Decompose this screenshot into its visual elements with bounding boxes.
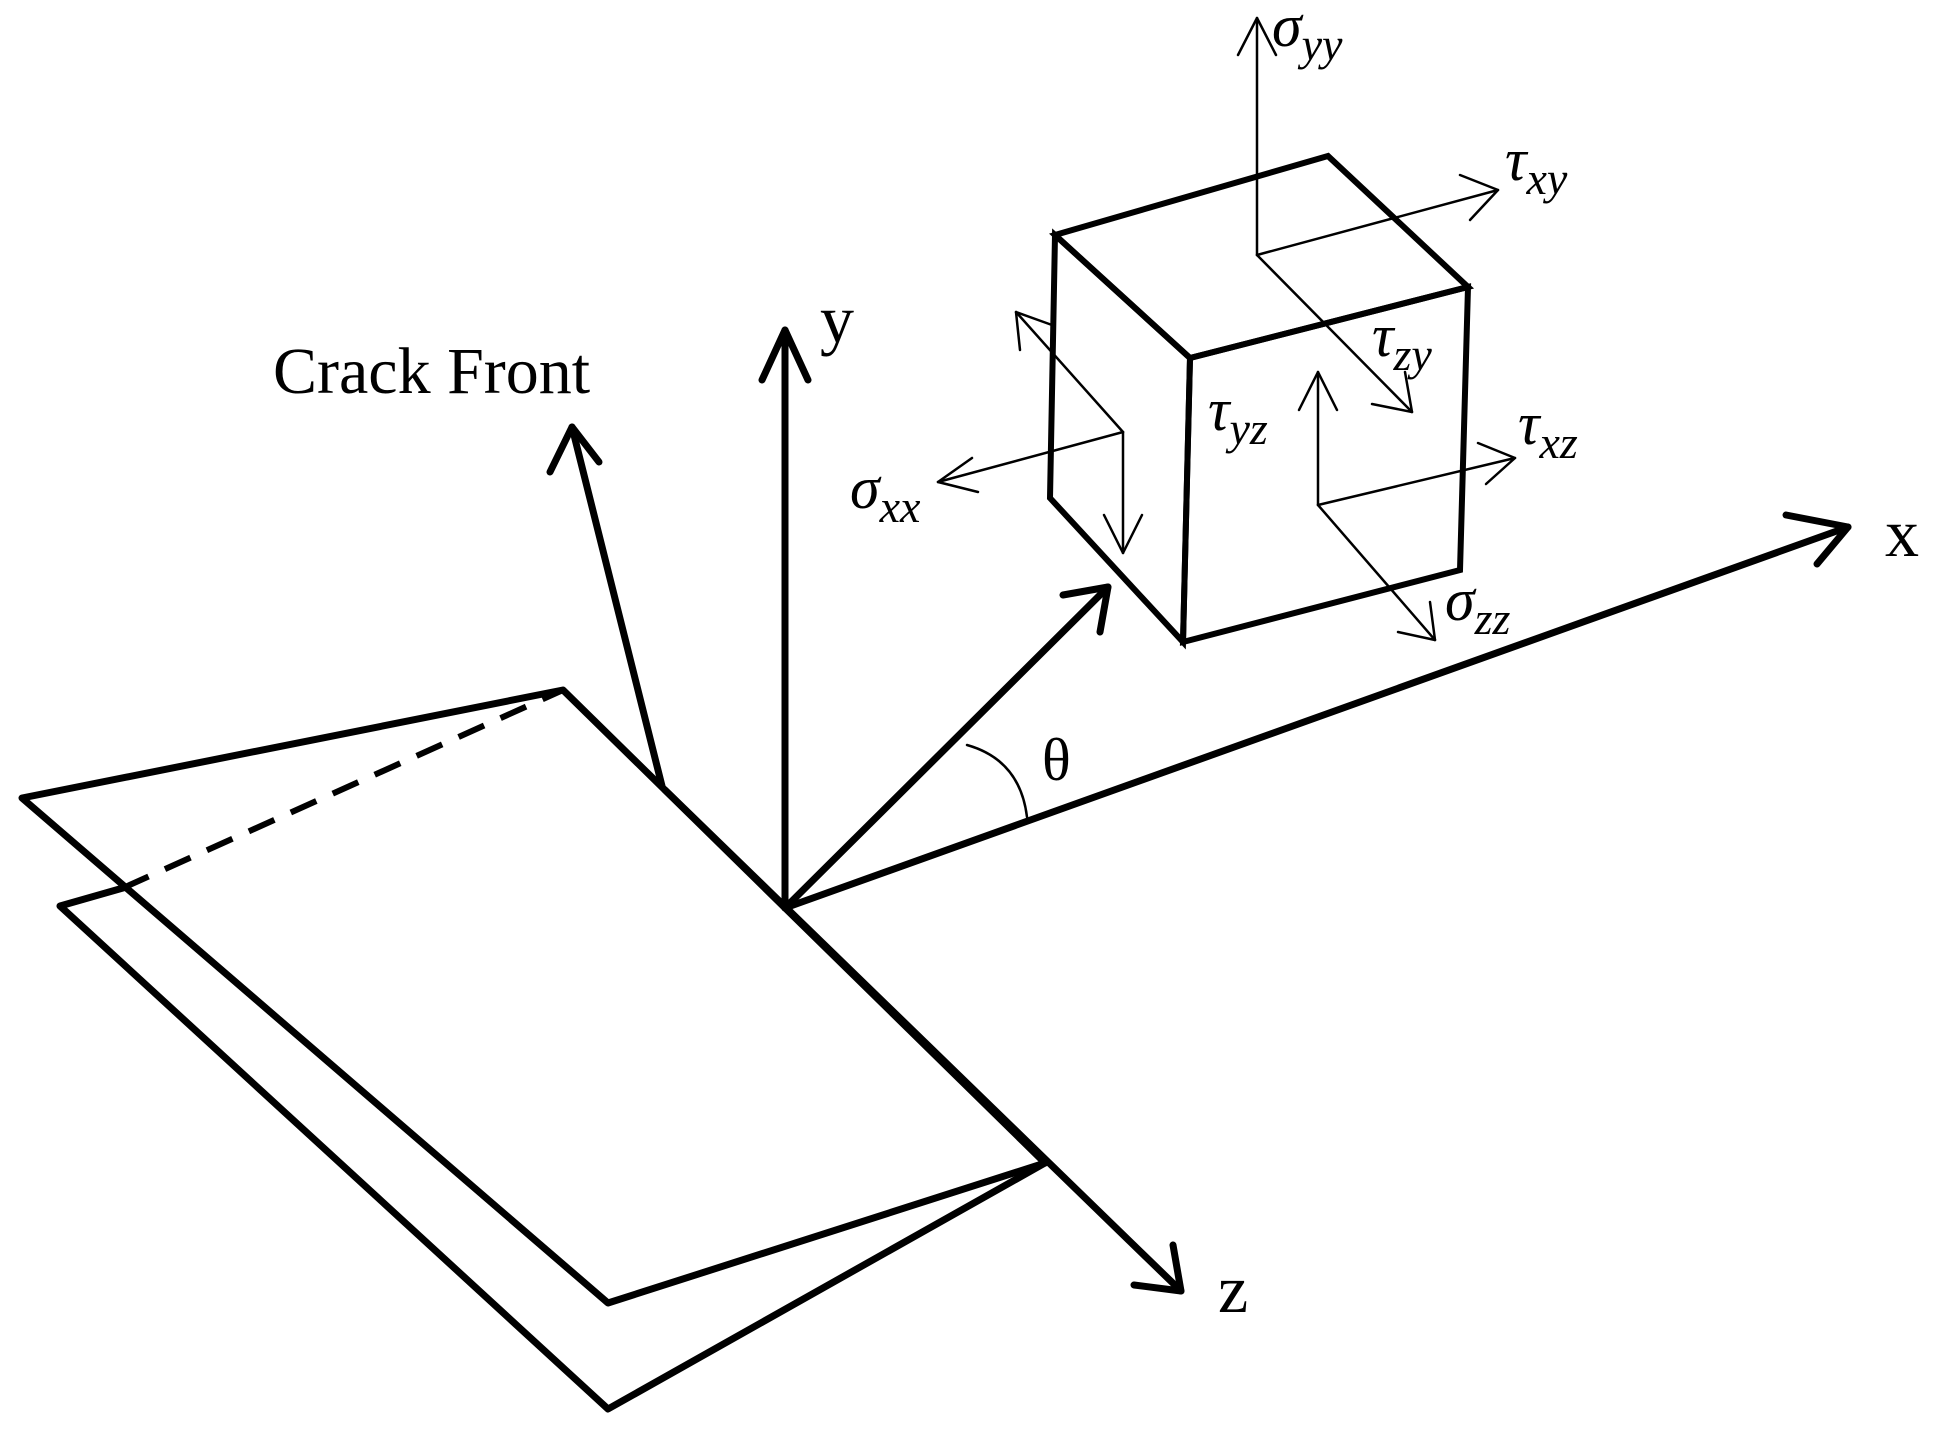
cube-top-face xyxy=(1049,152,1475,362)
sigma-xx-arrow xyxy=(936,430,1125,484)
tau-yz-arrowhead xyxy=(1297,370,1339,412)
sigma-zz-arrow xyxy=(1316,503,1437,642)
tau-xz-label: τxz xyxy=(1518,391,1578,468)
y-axis-arrowhead xyxy=(758,326,812,384)
stress-arrows xyxy=(936,16,1517,642)
sigma-yy-arrowhead xyxy=(1236,16,1278,57)
sigma-zz-arrowhead xyxy=(1396,600,1437,642)
sigma-xx-label: σxx xyxy=(850,455,921,532)
theta-label: θ xyxy=(1042,727,1071,793)
radial-vector-arrowhead xyxy=(1059,583,1112,636)
y-axis-label: y xyxy=(820,281,854,357)
upper-crack-face xyxy=(18,686,1049,1307)
tau-xy-label: τxy xyxy=(1505,127,1568,204)
radial-vector xyxy=(781,583,1112,912)
tau-zy-arrow xyxy=(1255,253,1414,414)
tau-xy-arrow xyxy=(1255,188,1500,257)
labels: Crack Front y x z θ σyy τxy τzy τyz τxz … xyxy=(273,0,1919,1327)
sigma-yy-label: σyy xyxy=(1272,0,1343,70)
x-axis-arrowhead xyxy=(1782,511,1852,568)
tau-xz-arrowhead xyxy=(1476,441,1517,486)
crack-front-arrowhead xyxy=(546,423,603,476)
theta-arc xyxy=(965,743,1029,819)
cube-left-face xyxy=(1046,228,1194,650)
crack-front-arrow xyxy=(568,423,666,790)
z-axis xyxy=(661,786,1185,1295)
tau-zy-label: τzy xyxy=(1372,303,1432,380)
z-axis-label: z xyxy=(1218,1251,1248,1327)
left-face-shear-arrow xyxy=(1014,310,1125,434)
x-axis-label: x xyxy=(1885,495,1919,571)
lower-crack-face xyxy=(56,884,1049,1413)
left-face-shear-arrowhead xyxy=(1014,310,1054,352)
sigma-zz-label: σzz xyxy=(1445,567,1510,644)
tau-zy-arrowhead xyxy=(1370,370,1414,414)
tau-xz-arrow xyxy=(1316,456,1517,507)
z-axis-arrowhead xyxy=(1130,1241,1185,1295)
left-face-down-arrowhead xyxy=(1102,513,1144,555)
tau-yz-label: τyz xyxy=(1208,377,1268,454)
coordinate-axes xyxy=(546,326,1852,1295)
hidden-crack-edge xyxy=(121,687,565,891)
x-axis xyxy=(781,523,1852,912)
stress-element-cube xyxy=(1046,152,1475,650)
sigma-xx-arrowhead xyxy=(936,456,980,494)
crack-front-label: Crack Front xyxy=(273,335,590,408)
tau-xy-arrowhead xyxy=(1458,173,1500,222)
